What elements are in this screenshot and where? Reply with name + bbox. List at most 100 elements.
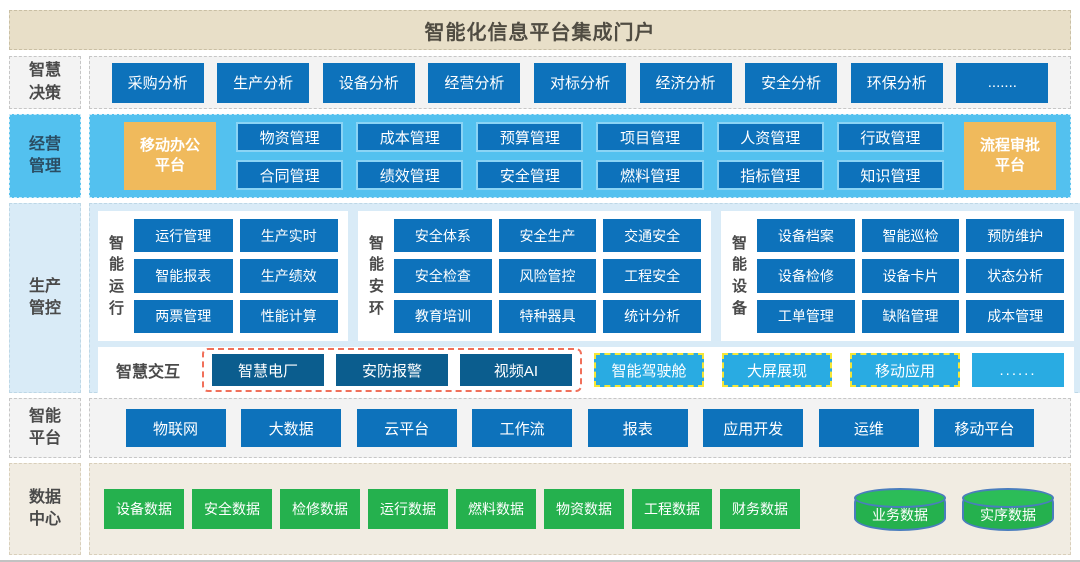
cyan-module-group: 智能驾驶舱 大屏展现 移动应用 — [594, 353, 961, 387]
row-label-intelligent-platform: 智能 平台 — [9, 398, 81, 458]
data-button[interactable]: 工程数据 — [632, 489, 712, 529]
intelligent-platform-content: 物联网 大数据 云平台 工作流 报表 应用开发 运维 移动平台 — [89, 398, 1071, 458]
module-button[interactable]: 工作流 — [472, 409, 573, 447]
smart-decision-content: 采购分析 生产分析 设备分析 经营分析 对标分析 经济分析 安全分析 环保分析 … — [89, 56, 1071, 109]
row-label-production-control: 生产 管控 — [9, 203, 81, 393]
module-button[interactable]: 性能计算 — [239, 299, 338, 333]
module-button[interactable]: 移动平台 — [934, 409, 1035, 447]
process-approval-platform[interactable]: 流程审批 平台 — [964, 122, 1056, 190]
module-button[interactable]: 指标管理 — [716, 160, 824, 190]
module-button[interactable]: 安全分析 — [745, 62, 838, 103]
production-control-content: 智能运行 运行管理 生产实时 智能报表 生产绩效 两票管理 性能计算 智能安环 … — [89, 203, 1080, 393]
module-button[interactable]: 运维 — [818, 409, 919, 447]
module-button[interactable]: 项目管理 — [596, 122, 704, 152]
database-cylinder-label: 实序数据 — [980, 507, 1036, 523]
module-button[interactable]: 合同管理 — [236, 160, 344, 190]
module-button[interactable]: 状态分析 — [966, 259, 1065, 293]
module-button[interactable]: 人资管理 — [716, 122, 824, 152]
module-button[interactable]: 大数据 — [241, 409, 342, 447]
module-button[interactable]: 安防报警 — [336, 354, 449, 386]
module-button[interactable]: 预防维护 — [966, 219, 1065, 253]
data-button[interactable]: 检修数据 — [280, 489, 360, 529]
module-button[interactable]: 成本管理 — [966, 299, 1065, 333]
data-center-content: 设备数据 安全数据 检修数据 运行数据 燃料数据 物资数据 工程数据 财务数据 … — [89, 463, 1071, 555]
module-button[interactable]: 预算管理 — [476, 122, 584, 152]
module-button[interactable]: 物资管理 — [236, 122, 344, 152]
module-button[interactable]: 采购分析 — [111, 62, 204, 103]
module-button[interactable]: 生产分析 — [217, 62, 310, 103]
module-button[interactable]: 安全管理 — [476, 160, 584, 190]
portal-title: 智能化信息平台集成门户 — [424, 21, 656, 44]
module-button[interactable]: 应用开发 — [703, 409, 804, 447]
module-button[interactable]: 生产实时 — [239, 219, 338, 253]
module-button[interactable]: 绩效管理 — [356, 160, 464, 190]
more-button[interactable]: ...... — [972, 353, 1065, 387]
module-button[interactable]: 移动应用 — [850, 353, 961, 387]
module-button[interactable]: 云平台 — [356, 409, 457, 447]
module-button[interactable]: 物联网 — [125, 409, 226, 447]
panel-label-smart-equipment: 智能设备 — [732, 234, 748, 317]
module-button[interactable]: 成本管理 — [356, 122, 464, 152]
module-button[interactable]: 安全生产 — [498, 219, 597, 253]
module-button[interactable]: 智慧电厂 — [212, 354, 325, 386]
module-button[interactable]: 生产绩效 — [239, 259, 338, 293]
module-button[interactable]: 经济分析 — [639, 62, 732, 103]
module-button[interactable]: 大屏展现 — [722, 353, 833, 387]
panel-smart-safety: 智能安环 安全体系 安全生产 交通安全 安全检查 风险管控 工程安全 教育培训 … — [358, 211, 712, 341]
data-button[interactable]: 物资数据 — [544, 489, 624, 529]
module-button[interactable]: 设备检修 — [757, 259, 855, 293]
smart-equipment-grid: 设备档案 智能巡检 预防维护 设备检修 设备卡片 状态分析 工单管理 缺陷管理 … — [757, 219, 1065, 333]
module-button[interactable]: 报表 — [587, 409, 688, 447]
data-button[interactable]: 设备数据 — [104, 489, 184, 529]
module-button[interactable]: 缺陷管理 — [861, 299, 960, 333]
module-button[interactable]: 两票管理 — [134, 299, 233, 333]
module-button[interactable]: 燃料管理 — [596, 160, 704, 190]
module-button[interactable]: 安全体系 — [394, 219, 492, 253]
mobile-office-platform[interactable]: 移动办公 平台 — [124, 122, 216, 190]
module-button[interactable]: 设备档案 — [757, 219, 855, 253]
module-button[interactable]: 特种器具 — [498, 299, 597, 333]
management-modules-grid: 物资管理 成本管理 预算管理 项目管理 人资管理 行政管理 合同管理 绩效管理 … — [236, 122, 944, 190]
row-data-center: 数据 中心 设备数据 安全数据 检修数据 运行数据 燃料数据 物资数据 工程数据… — [9, 463, 1071, 555]
database-cylinder-label: 业务数据 — [872, 507, 928, 523]
module-button[interactable]: 工程安全 — [603, 259, 702, 293]
module-button[interactable]: 知识管理 — [836, 160, 944, 190]
database-cylinder[interactable]: 实序数据 — [962, 488, 1054, 531]
module-button[interactable]: 智能报表 — [134, 259, 233, 293]
module-button[interactable]: 统计分析 — [603, 299, 702, 333]
module-button[interactable]: 安全检查 — [394, 259, 492, 293]
module-button[interactable]: 交通安全 — [603, 219, 702, 253]
data-button[interactable]: 运行数据 — [368, 489, 448, 529]
row-smart-decision: 智慧 决策 采购分析 生产分析 设备分析 经营分析 对标分析 经济分析 安全分析… — [9, 56, 1071, 109]
smart-interaction-panel: 智慧交互 智慧电厂 安防报警 视频AI 智能驾驶舱 大屏展现 移动应用 ....… — [98, 347, 1075, 393]
module-button[interactable]: 智能巡检 — [861, 219, 960, 253]
module-button[interactable]: 经营分析 — [428, 62, 521, 103]
module-button[interactable]: 教育培训 — [394, 299, 492, 333]
production-panels: 智能运行 运行管理 生产实时 智能报表 生产绩效 两票管理 性能计算 智能安环 … — [98, 211, 1075, 341]
module-button[interactable]: 工单管理 — [757, 299, 855, 333]
module-button[interactable]: 对标分析 — [533, 62, 626, 103]
row-business-management: 经营 管理 移动办公 平台 物资管理 成本管理 预算管理 项目管理 人资管理 行… — [9, 114, 1071, 198]
module-button[interactable]: 运行管理 — [134, 219, 233, 253]
portal-header: 智能化信息平台集成门户 — [9, 10, 1071, 50]
module-button[interactable]: 环保分析 — [850, 62, 943, 103]
row-intelligent-platform: 智能 平台 物联网 大数据 云平台 工作流 报表 应用开发 运维 移动平台 — [9, 398, 1071, 458]
module-button[interactable]: 设备卡片 — [861, 259, 960, 293]
module-button[interactable]: 行政管理 — [836, 122, 944, 152]
module-button[interactable]: 智能驾驶舱 — [594, 353, 705, 387]
more-button[interactable]: ....... — [956, 62, 1049, 103]
panel-label-smart-safety: 智能安环 — [368, 234, 384, 317]
data-button[interactable]: 燃料数据 — [456, 489, 536, 529]
database-cylinder[interactable]: 业务数据 — [854, 488, 946, 531]
panel-smart-equipment: 智能设备 设备档案 智能巡检 预防维护 设备检修 设备卡片 状态分析 工单管理 … — [721, 211, 1075, 341]
business-management-content: 移动办公 平台 物资管理 成本管理 预算管理 项目管理 人资管理 行政管理 合同… — [89, 114, 1071, 198]
module-button[interactable]: 视频AI — [460, 354, 573, 386]
highlighted-module-group: 智慧电厂 安防报警 视频AI — [202, 348, 583, 392]
module-button[interactable]: 风险管控 — [498, 259, 597, 293]
smart-interaction-label: 智慧交互 — [116, 364, 181, 381]
smart-operation-grid: 运行管理 生产实时 智能报表 生产绩效 两票管理 性能计算 — [134, 219, 338, 333]
module-button[interactable]: 设备分析 — [322, 62, 415, 103]
data-button[interactable]: 安全数据 — [192, 489, 272, 529]
data-button[interactable]: 财务数据 — [720, 489, 800, 529]
